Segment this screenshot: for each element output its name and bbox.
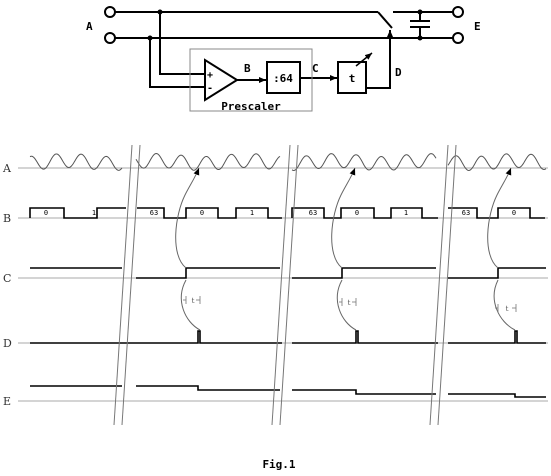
adjust-arrow [355, 52, 373, 67]
wave-c [30, 267, 546, 279]
circuit-label-b: B [244, 62, 251, 75]
row-label-a: A [2, 162, 12, 175]
row-label-e: E [3, 395, 11, 408]
comparator [204, 58, 239, 102]
circuit-label-a: A [86, 20, 93, 33]
comparator-plus: + [207, 70, 213, 81]
count-label: 63 [462, 209, 470, 217]
count-label: 63 [309, 209, 317, 217]
wire-d [366, 30, 393, 89]
terminal-e-bottom [452, 32, 464, 44]
junction-dots [147, 9, 423, 41]
timing-diagram: A B C D E 0 1 63 0 1 63 0 1 63 0 [2, 144, 548, 426]
terminal-a-top [104, 6, 116, 18]
tap-minus-wire [149, 38, 205, 88]
time-break-marks [113, 144, 457, 426]
count-label: 63 [150, 209, 158, 217]
circuit-label-d: D [395, 66, 402, 79]
switch-blade [377, 11, 393, 29]
delay-marker-label: t [192, 297, 195, 305]
prescaler-box [189, 48, 313, 112]
divider-label: :64 [273, 72, 293, 85]
terminal-e-top [452, 6, 464, 18]
count-label: 0 [200, 209, 204, 217]
count-label: 0 [355, 209, 359, 217]
count-label: 1 [92, 209, 96, 217]
delay-box [337, 61, 367, 94]
wave-e [30, 385, 546, 398]
count-label: 1 [404, 209, 408, 217]
count-label: 0 [44, 209, 48, 217]
circuit-diagram [104, 6, 464, 102]
count-label: 0 [512, 209, 516, 217]
delay-markers [183, 296, 517, 312]
trigger-curves [175, 167, 516, 331]
count-label: 1 [250, 209, 254, 217]
row-label-c: C [3, 272, 11, 285]
circuit-label-e: E [474, 20, 481, 33]
row-label-b: B [3, 212, 11, 225]
delay-marker-label: t [506, 305, 509, 313]
tap-plus-wire [159, 12, 205, 75]
circuit-label-c: C [312, 62, 319, 75]
delay-marker-label: t [348, 299, 351, 307]
comparator-minus: - [207, 83, 213, 94]
prescaler-label: Prescaler [221, 100, 281, 113]
row-label-d: D [3, 337, 12, 350]
delay-box-label: t [349, 72, 356, 85]
wave-d [30, 330, 546, 344]
wave-b [29, 207, 545, 219]
figure-caption: Fig.1 [262, 458, 295, 471]
terminal-a-bottom [104, 32, 116, 44]
wave-a [29, 153, 547, 171]
